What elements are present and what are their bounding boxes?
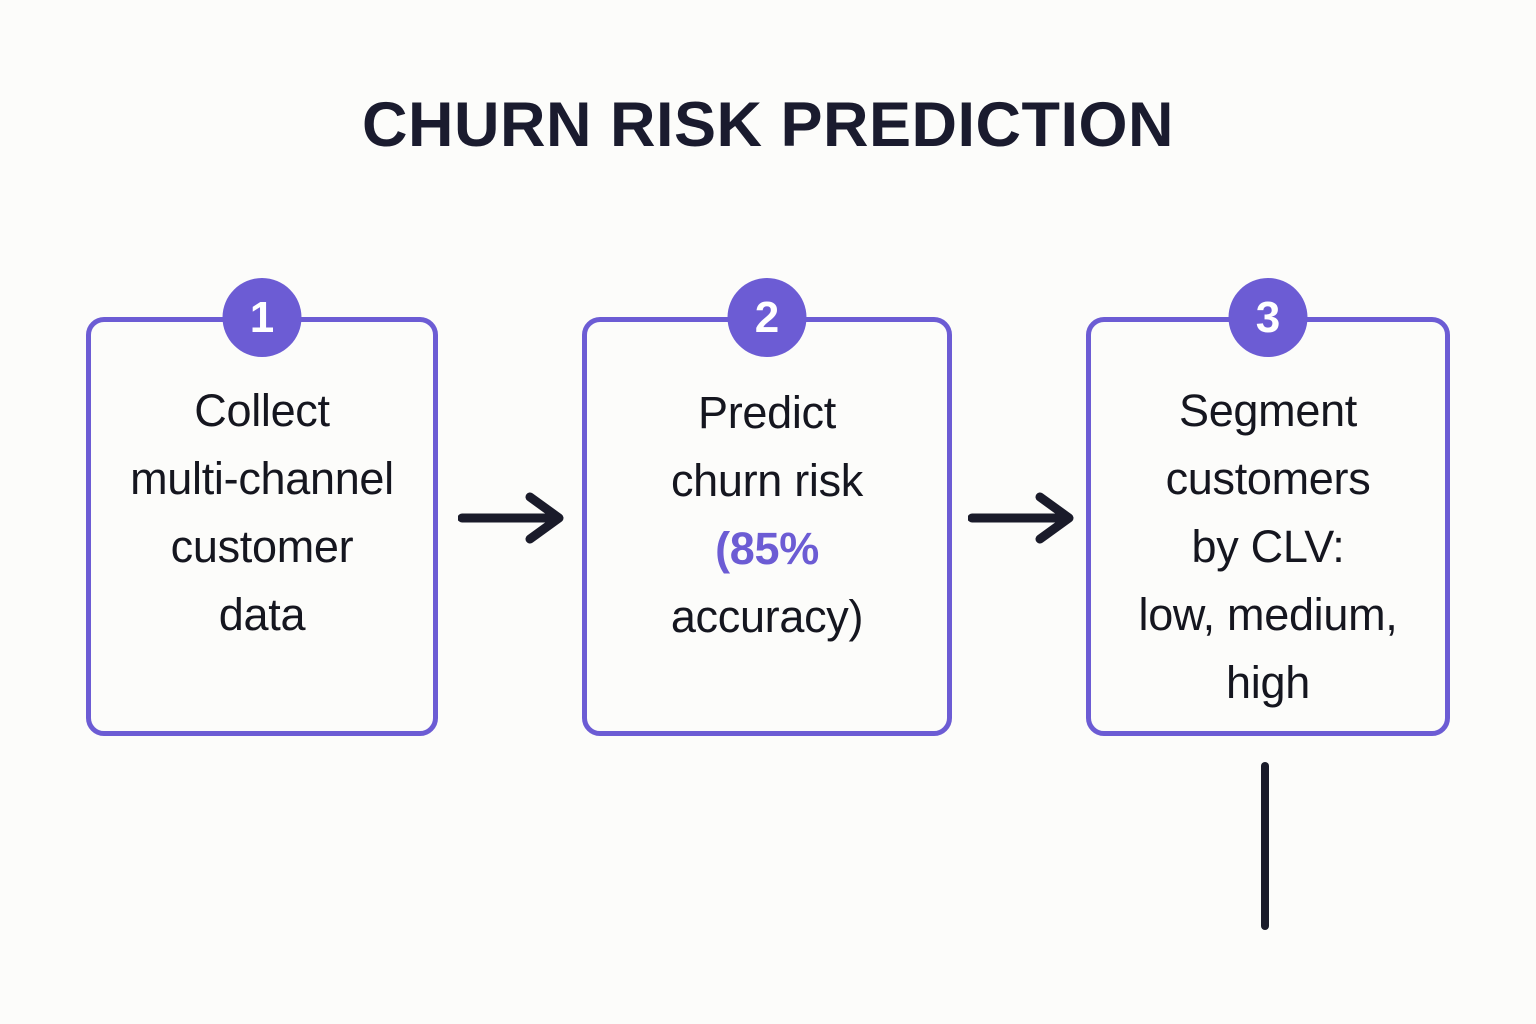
page-title: CHURN RISK PREDICTION [361,90,1175,160]
step-card-1[interactable]: 1 Collect multi-channel customer data [86,278,438,736]
arrow-right-icon-2 [967,492,1080,544]
step-badge-3: 3 [1228,278,1308,357]
step-badge-1: 1 [222,278,302,357]
step-text-2-accent: (85% [715,523,819,574]
step-text-2: Predict churn risk (85% accuracy) [670,379,864,651]
arrow-right-icon-1 [457,492,570,544]
step-text-3: Segment customers by CLV: low, medium, h… [1138,385,1398,708]
step-text-1: Collect multi-channel customer data [130,385,394,640]
step-text-2-tail: accuracy) [670,591,864,642]
step-card-3[interactable]: 3 Segment customers by CLV: low, medium,… [1086,278,1450,736]
step-card-1-body: Collect multi-channel customer data [86,317,438,736]
step-badge-2: 2 [727,278,807,357]
step-card-3-body: Segment customers by CLV: low, medium, h… [1086,317,1450,736]
vertical-connector-line [1261,762,1269,930]
step-card-2[interactable]: 2 Predict churn risk (85% accuracy) [582,278,952,736]
step-text-2-lead: Predict churn risk [670,387,864,506]
step-card-2-body: Predict churn risk (85% accuracy) [582,317,952,736]
